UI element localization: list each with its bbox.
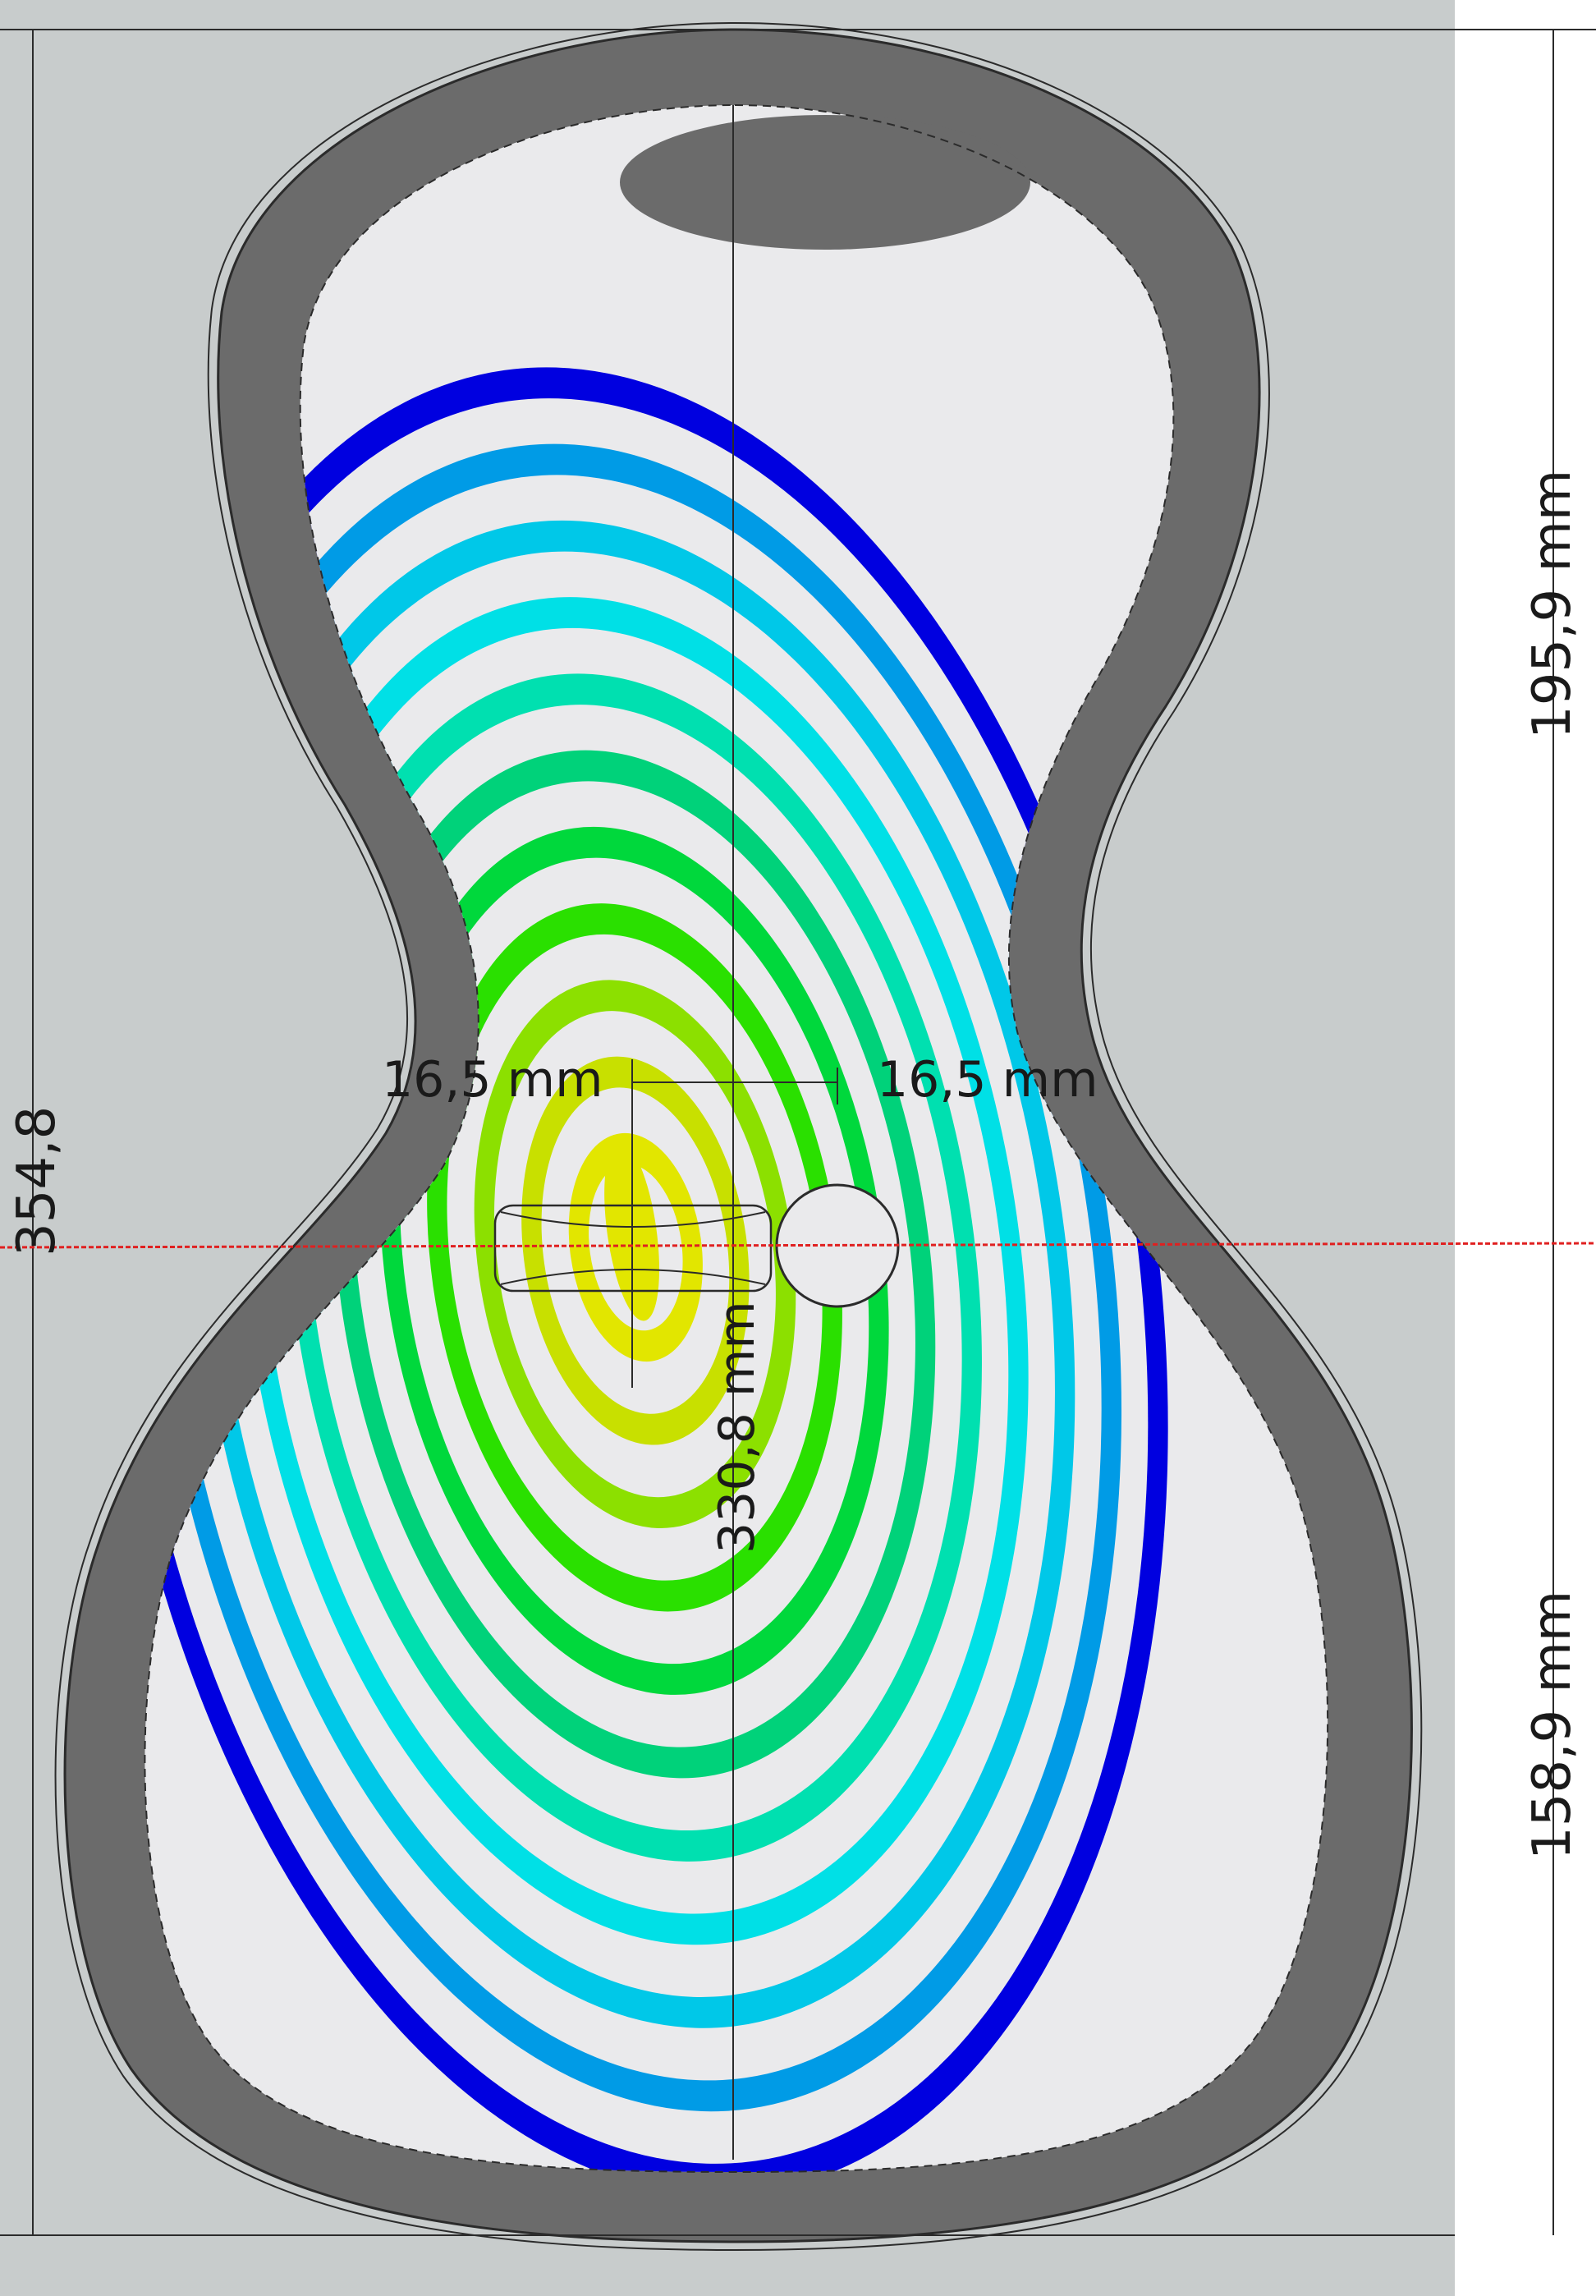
plate-outer-outline — [54, 21, 1423, 2252]
overall-height-dimension — [0, 29, 1455, 2236]
lower-height-label: 158,9 mm — [1522, 1591, 1583, 1860]
overall-height-label: 354,8 — [7, 1106, 67, 1256]
bottom-strip — [0, 2234, 1455, 2296]
upper-height-label: 195,9 mm — [1522, 470, 1583, 739]
horizontal-centerline — [0, 1242, 1596, 1249]
offset-dimension — [631, 1059, 838, 1388]
vertical-extent-label: 330,8 mm — [709, 1301, 766, 1554]
left-offset-label: 16,5 mm — [382, 1051, 603, 1109]
right-offset-label: 16,5 mm — [877, 1051, 1098, 1109]
right-margin — [1455, 0, 1596, 2296]
right-height-dimensions — [1455, 29, 1596, 2235]
neck-block — [620, 115, 1030, 250]
